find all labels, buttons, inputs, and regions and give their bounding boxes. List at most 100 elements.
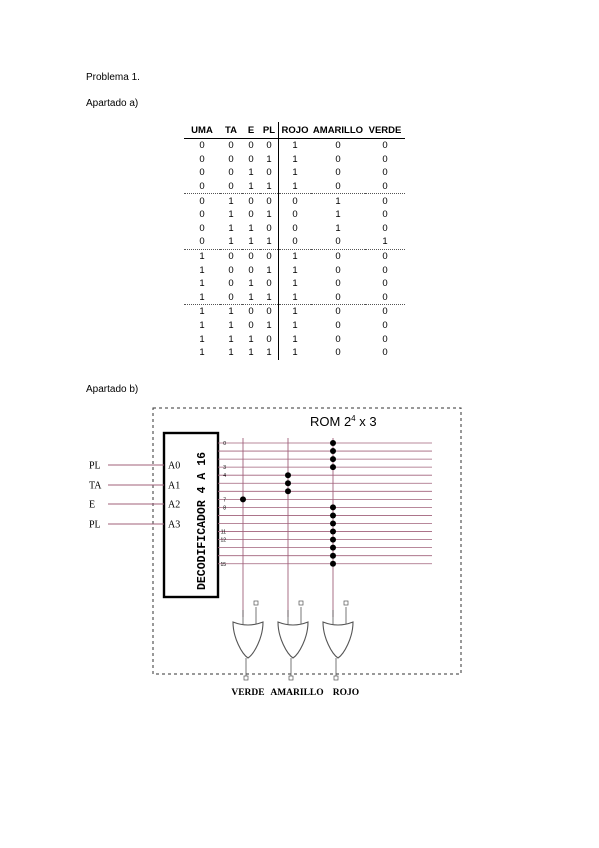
table-cell: 1	[292, 347, 298, 359]
table-cell: 0	[311, 304, 365, 319]
table-cell: 0	[335, 278, 341, 290]
table-cell: 1	[248, 347, 254, 359]
table-cell: 0	[311, 248, 365, 264]
table-cell: 0	[199, 222, 205, 234]
table-cell: 0	[278, 193, 311, 208]
table-cell: 0	[248, 140, 254, 152]
connection-dot	[330, 464, 336, 471]
table-cell: 0	[260, 221, 279, 236]
table-cell: 1	[311, 193, 365, 208]
table-cell: 0	[260, 304, 279, 319]
address-line-label: 3	[223, 465, 226, 471]
table-cell: 1	[199, 333, 205, 345]
address-line-label: 4	[223, 473, 226, 479]
table-cell: 1	[184, 248, 220, 264]
table-cell: 0	[242, 304, 260, 319]
connection-dot	[330, 512, 336, 519]
address-line-label: 7	[223, 497, 226, 503]
or-gate	[277, 621, 309, 659]
decoder-pin-label: A3	[168, 520, 180, 531]
table-cell: 0	[335, 291, 341, 303]
table-cell: 0	[242, 193, 260, 208]
table-cell: 0	[228, 153, 234, 165]
table-cell: 1	[199, 347, 205, 359]
gate-input-pin	[343, 600, 349, 606]
table-cell: 0	[248, 264, 254, 276]
connection-dot	[285, 472, 291, 479]
gate-output-pin	[333, 675, 339, 681]
table-cell: 0	[248, 153, 254, 165]
connection-dot	[330, 528, 336, 535]
table-cell: 0	[242, 248, 260, 264]
table-cell: 1	[292, 167, 298, 179]
input-signal-label: PL	[89, 520, 101, 531]
table-cell: 0	[199, 209, 205, 221]
gate-output-pin	[288, 675, 294, 681]
address-line-label: 0	[223, 441, 226, 447]
table-cell: 0	[335, 333, 341, 345]
table-cell: 0	[199, 140, 205, 152]
or-gate	[322, 621, 354, 659]
gate-output-pin	[243, 675, 249, 681]
table-cell: 0	[260, 138, 279, 153]
problem-heading: Problema 1.	[86, 72, 140, 83]
table-cell: 1	[228, 333, 234, 345]
decoder-pin-label: A0	[168, 461, 180, 472]
connection-dot	[330, 448, 336, 455]
address-line-label: 12	[220, 538, 226, 544]
table-cell: 1	[248, 278, 254, 290]
table-cell: 1	[220, 304, 242, 319]
table-cell: 1	[260, 290, 279, 305]
table-cell: 1	[220, 193, 242, 208]
column-header-rojo: ROJO	[278, 122, 311, 139]
table-cell: 1	[199, 291, 205, 303]
table-cell: 1	[260, 235, 279, 250]
table-cell: 0	[228, 181, 234, 193]
connection-dot	[330, 552, 336, 559]
table-cell: 1	[292, 153, 298, 165]
table-cell: 1	[260, 263, 279, 277]
table-cell: 0	[228, 167, 234, 179]
connection-dot	[330, 536, 336, 543]
table-cell: 0	[199, 153, 205, 165]
table-cell: 0	[228, 140, 234, 152]
input-signal-label: PL	[89, 461, 101, 472]
table-cell: 1	[292, 278, 298, 290]
decoder-pin-label: A2	[168, 500, 180, 511]
rom-output-columns	[242, 438, 334, 617]
column-header-amarillo: AMARILLO	[311, 122, 365, 139]
table-cell: 0	[260, 332, 279, 346]
table-cell: 0	[335, 236, 341, 248]
connection-dot	[240, 496, 246, 503]
table-cell: 1	[228, 209, 234, 221]
table-cell: 0	[199, 181, 205, 193]
table-cell: 1	[260, 318, 279, 333]
or-gates	[232, 600, 354, 681]
decoder-pin-label: A1	[168, 481, 180, 492]
connection-dot	[330, 520, 336, 527]
table-cell: 0	[382, 333, 388, 345]
table-cell: 0	[248, 209, 254, 221]
table-cell: 0	[335, 140, 341, 152]
table-cell: 1	[248, 236, 254, 248]
input-signal-label: TA	[89, 481, 102, 492]
table-cell: 1	[335, 222, 341, 234]
output-label-verde: VERDE	[231, 688, 264, 698]
connection-dot	[330, 544, 336, 551]
table-cell: 0	[382, 222, 388, 234]
table-cell: 0	[382, 347, 388, 359]
